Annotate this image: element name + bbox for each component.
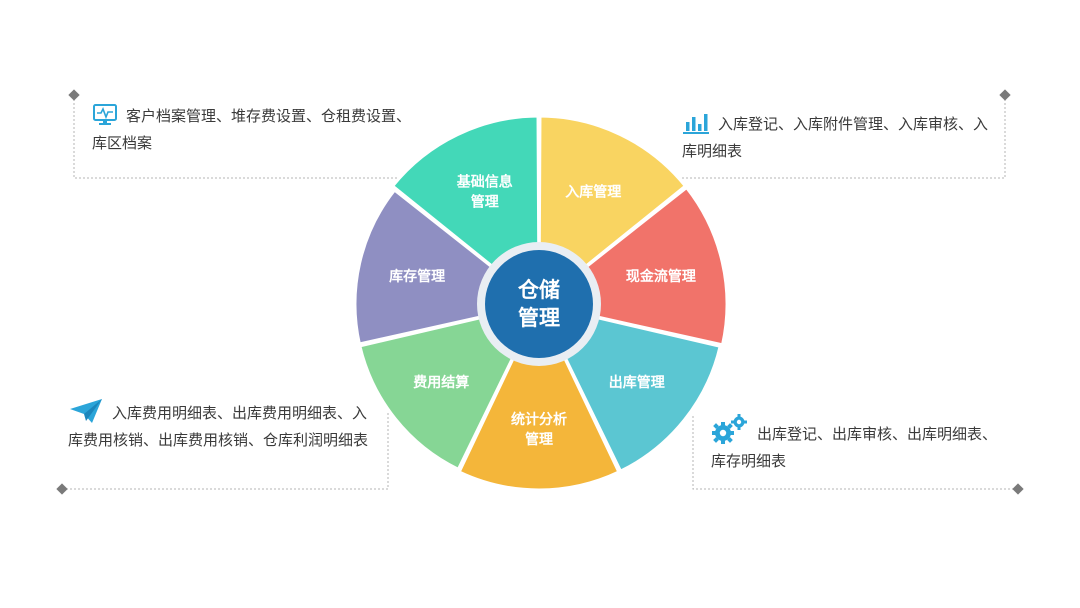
connector-bottom-left (62, 412, 389, 490)
segment-label-statistics: 统计分析 (511, 411, 567, 428)
callout-bottom-right: 出库登记、出库审核、出库明细表、库存明细表 (711, 413, 1011, 472)
diamond-marker (999, 89, 1011, 101)
hub-core (485, 250, 593, 358)
connector-lines (62, 95, 1018, 490)
callout-bottom-left-text: 入库费用明细表、出库费用明细表、入库费用核销、出库费用核销、仓库利润明细表 (68, 404, 369, 449)
segment-label-inventory: 库存管理 (389, 268, 445, 285)
monitor-icon (92, 103, 118, 133)
segment-label-settlement: 费用结算 (413, 374, 469, 391)
connector-bottom-right (692, 416, 1018, 490)
connector-top-left (73, 95, 400, 179)
segment-label-cashflow: 现金流管理 (626, 268, 696, 285)
callout-top-right: 入库登记、入库附件管理、入库审核、入库明细表 (682, 111, 1002, 162)
callout-bottom-right-text: 出库登记、出库审核、出库明细表、库存明细表 (711, 425, 998, 470)
diamond-marker (56, 483, 68, 495)
diamond-marker (1012, 483, 1024, 495)
segment-label-basic-info: 管理 (471, 193, 499, 210)
callout-top-right-text: 入库登记、入库附件管理、入库审核、入库明细表 (682, 115, 989, 160)
segment-label-statistics: 管理 (525, 431, 553, 448)
hub-title-line1: 仓储 (517, 278, 560, 302)
segment-label-inbound: 入库管理 (565, 183, 621, 200)
segment-label-basic-info: 基础信息 (457, 173, 513, 190)
gears-icon (711, 413, 749, 451)
hub-title-line2: 管理 (518, 306, 560, 330)
segment-label-outbound: 出库管理 (609, 374, 665, 391)
bar-chart-icon (682, 111, 710, 141)
hub: 仓储 管理 (477, 242, 601, 366)
diamond-marker (68, 89, 80, 101)
paper-plane-icon (68, 398, 104, 430)
callout-top-left: 客户档案管理、堆存费设置、仓租费设置、库区档案 (92, 103, 412, 154)
callout-bottom-left: 入库费用明细表、出库费用明细表、入库费用核销、出库费用核销、仓库利润明细表 (68, 398, 378, 451)
callout-top-left-text: 客户档案管理、堆存费设置、仓租费设置、库区档案 (92, 107, 412, 152)
